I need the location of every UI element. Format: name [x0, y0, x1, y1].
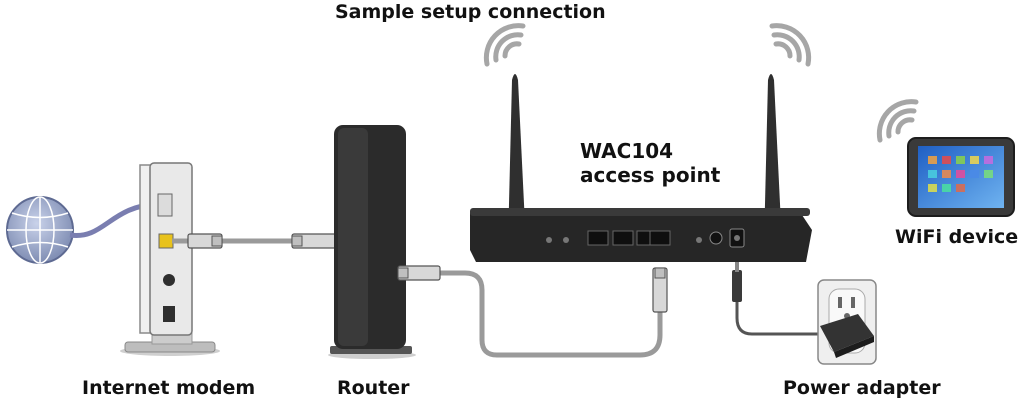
right-antenna	[764, 74, 782, 245]
access-point-label: access point	[580, 163, 721, 187]
router-icon	[328, 125, 416, 359]
globe-icon	[6, 196, 74, 264]
access-point-model: WAC104	[580, 139, 674, 163]
modem-icon	[120, 162, 220, 356]
wifi-signal-icon-tablet	[876, 99, 919, 143]
diagram-title: Sample setup connection	[335, 1, 606, 23]
ethernet-cable-modem-router	[172, 233, 345, 249]
ethernet-cable-router-ap	[397, 265, 668, 358]
access-point-icon	[470, 74, 812, 262]
wifi-signal-icon-right-antenna	[769, 23, 812, 67]
modem-label: Internet modem	[82, 377, 256, 399]
router-label: Router	[337, 377, 410, 399]
wifi-signal-icon-left-antenna	[483, 23, 526, 67]
power-adapter-icon	[732, 262, 877, 365]
wifi-device-label: WiFi device	[895, 226, 1019, 248]
tablet-icon	[907, 137, 1015, 217]
power-adapter-label: Power adapter	[783, 377, 941, 399]
left-antenna	[508, 74, 526, 245]
